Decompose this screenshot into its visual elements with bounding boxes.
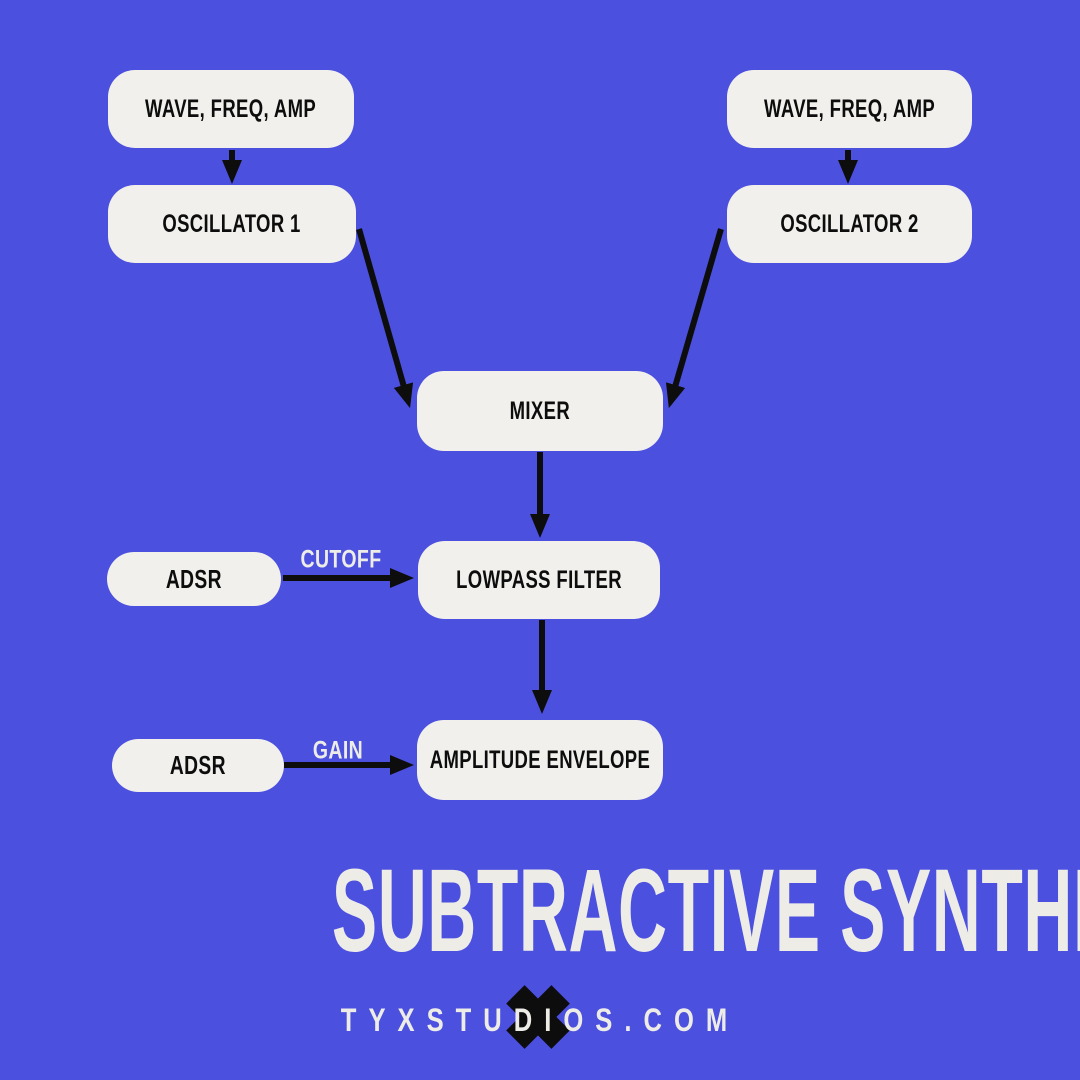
node-lowpass-filter-label: LOWPASS FILTER (456, 565, 622, 594)
node-oscillator-2: OSCILLATOR 2 (727, 185, 972, 263)
edge-label-gain: GAIN (312, 736, 364, 765)
node-oscillator-1: OSCILLATOR 1 (108, 185, 356, 263)
arrow-osc1-to-mixer (356, 228, 414, 409)
node-adsr-cutoff: ADSR (107, 552, 281, 606)
node-mixer-label: MIXER (509, 396, 571, 425)
node-mixer: MIXER (417, 371, 663, 451)
node-params-left-label: WAVE, FREQ, AMP (145, 94, 317, 123)
node-params-right: WAVE, FREQ, AMP (727, 70, 972, 148)
node-adsr-gain: ADSR (112, 739, 284, 792)
node-amplitude-envelope-label: AMPLITUDE ENVELOPE (429, 745, 651, 774)
arrow-osc2-to-mixer (665, 228, 724, 409)
edge-label-cutoff: CUTOFF (300, 545, 382, 574)
page-title-text: SUBTRACTIVE SYNTHESIS (331, 845, 1080, 977)
node-oscillator-1-label: OSCILLATOR 1 (162, 209, 302, 238)
website-url: TYXSTUDIOS.COM (340, 1002, 740, 1038)
node-adsr-gain-label: ADSR (169, 750, 226, 780)
node-adsr-cutoff-label: ADSR (165, 563, 222, 594)
page-title: SUBTRACTIVE SYNTHESIS (0, 852, 1080, 970)
node-params-right-label: WAVE, FREQ, AMP (763, 94, 936, 123)
footer: TYXSTUDIOS.COM (0, 998, 1080, 1058)
node-lowpass-filter: LOWPASS FILTER (418, 541, 660, 619)
node-amplitude-envelope: AMPLITUDE ENVELOPE (417, 720, 663, 800)
node-params-left: WAVE, FREQ, AMP (108, 70, 354, 148)
node-oscillator-2-label: OSCILLATOR 2 (780, 209, 919, 238)
